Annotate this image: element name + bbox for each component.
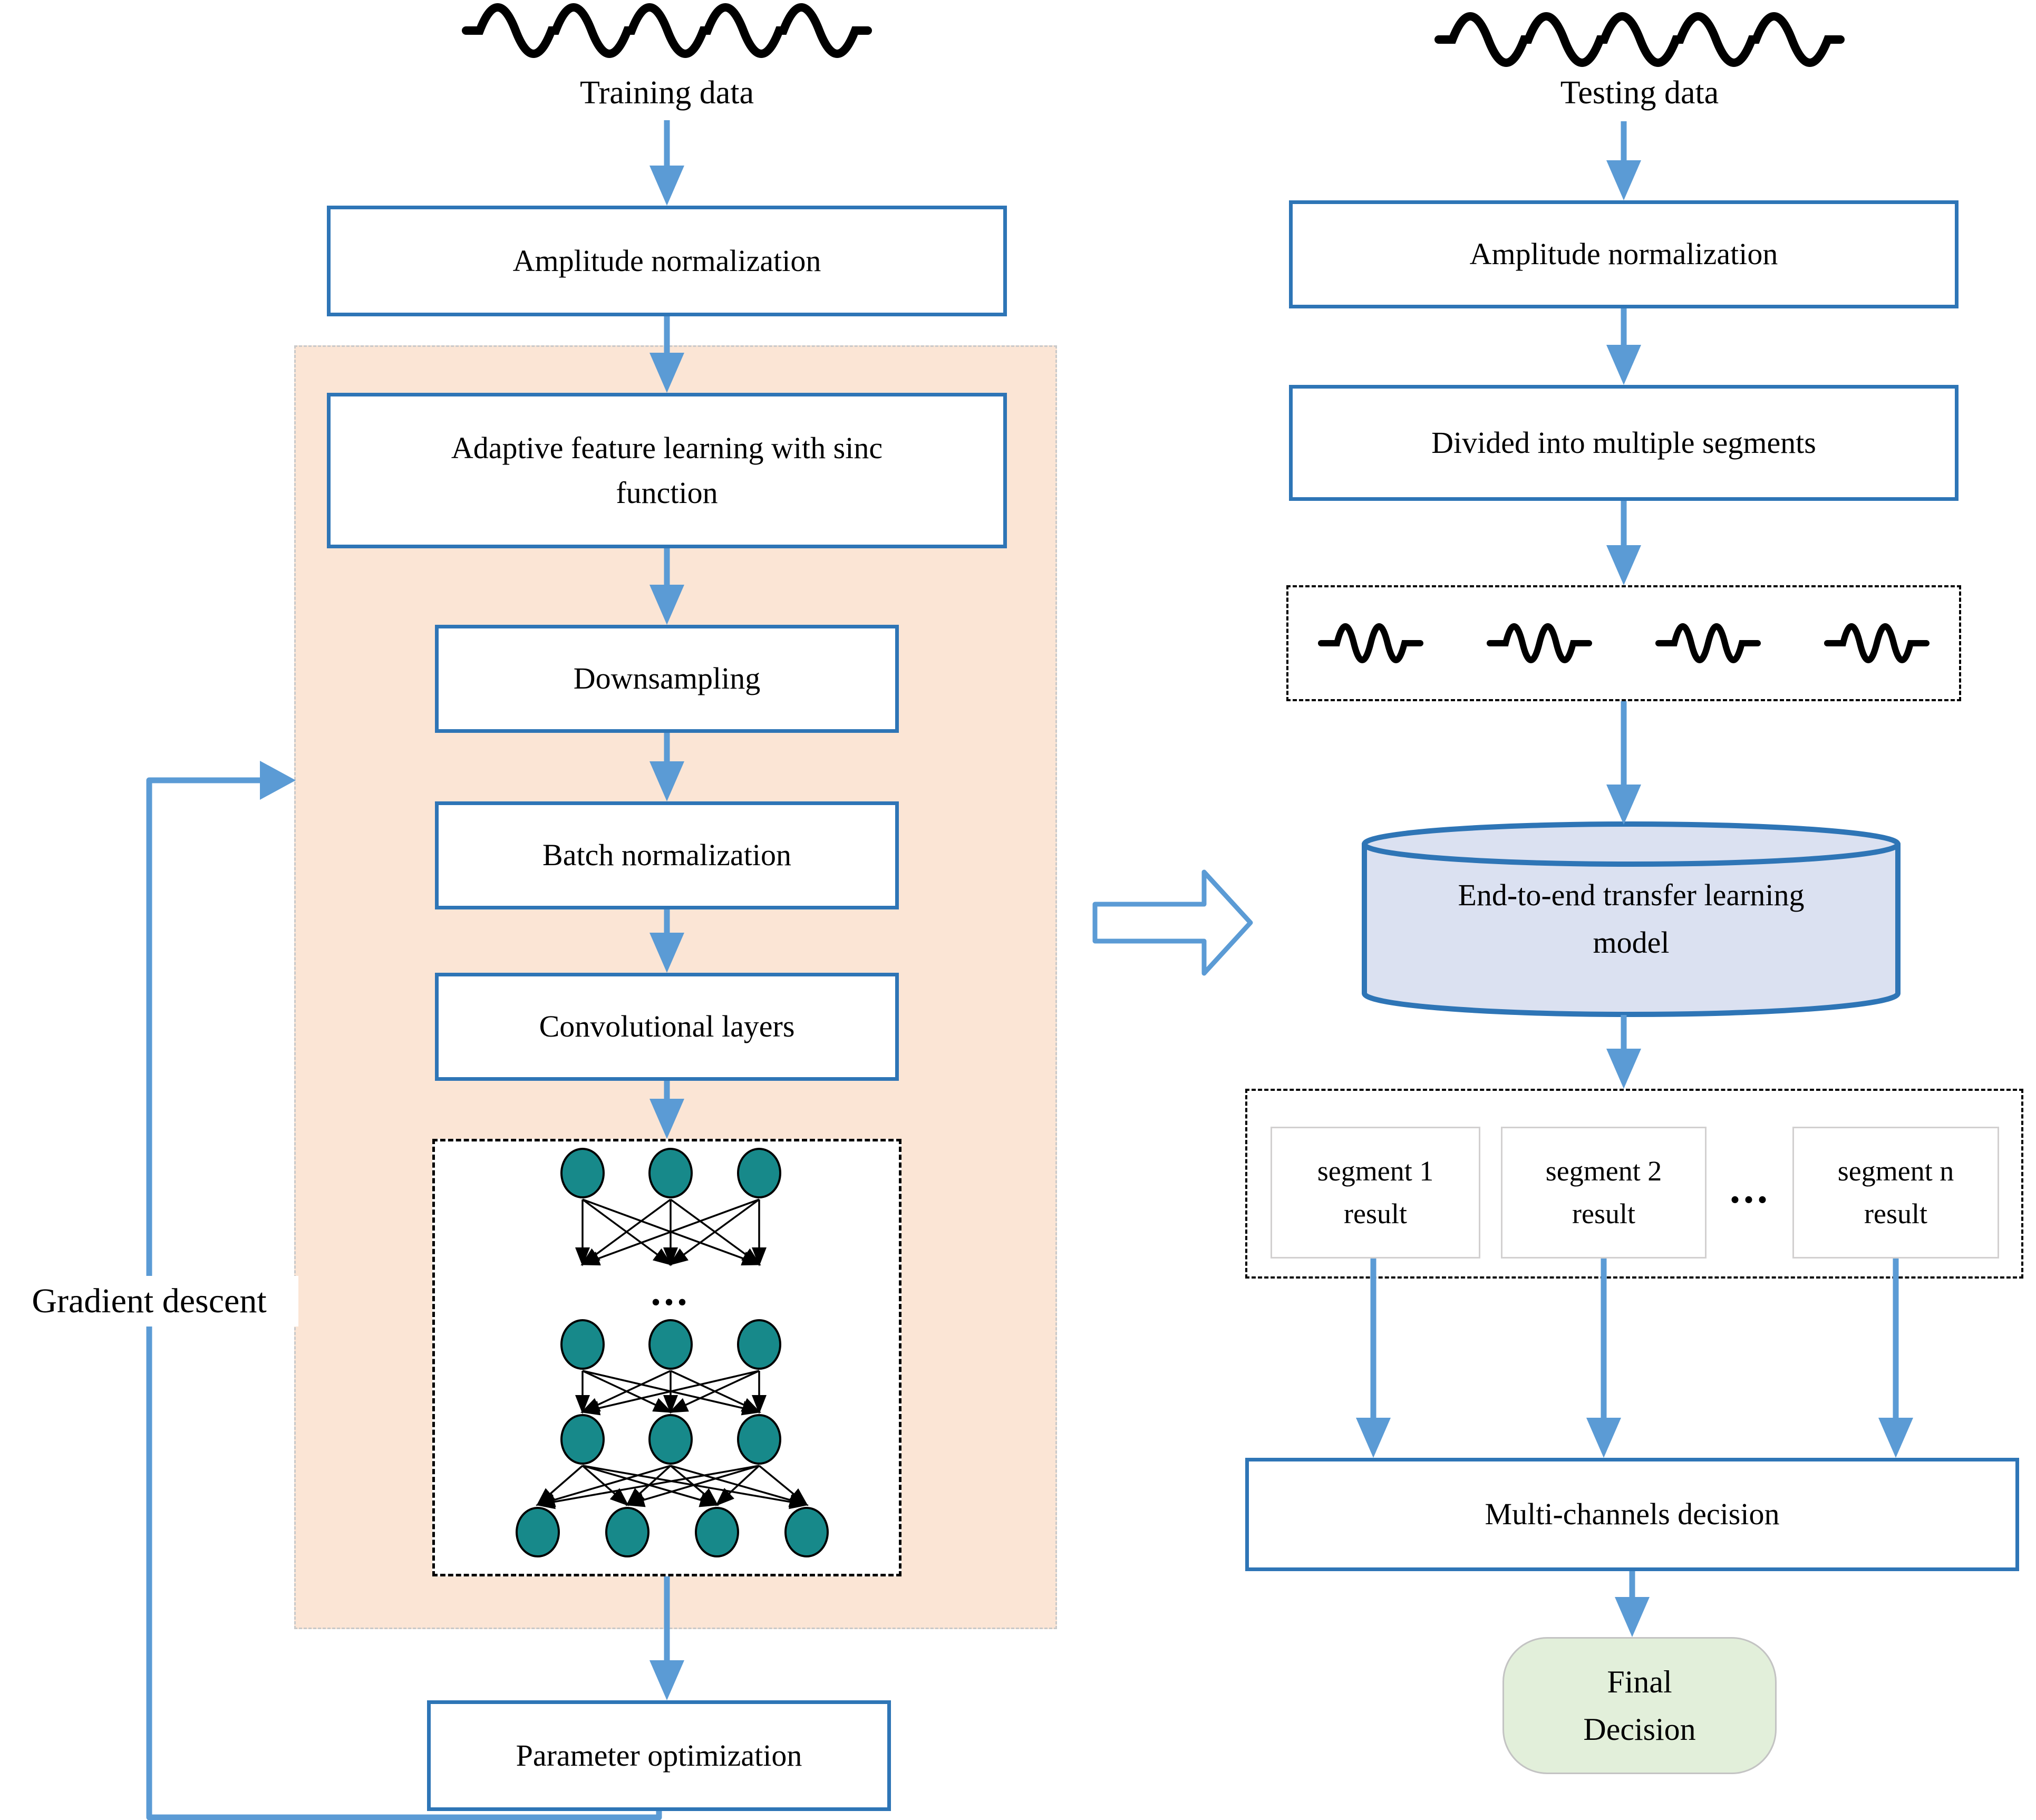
segment-label-line2: result xyxy=(1572,1198,1635,1230)
nn-node xyxy=(560,1319,605,1370)
nn-node xyxy=(560,1148,605,1198)
box-label: Amplitude normalization xyxy=(1469,237,1778,272)
box-multi-channels-decision: Multi-channels decision xyxy=(1245,1458,2019,1571)
segment-label-line1: segment 1 xyxy=(1317,1155,1434,1187)
flow-arrow-head-icon xyxy=(1606,785,1641,825)
segments-ellipsis-text: ... xyxy=(1730,1165,1771,1212)
nn-connection xyxy=(668,1198,760,1266)
nn-node xyxy=(737,1414,781,1465)
box-label: Amplitude normalization xyxy=(512,243,821,278)
flow-arrow-head-icon xyxy=(1606,545,1641,585)
segments-ellipsis: ... xyxy=(1713,1157,1787,1221)
nn-connection xyxy=(758,1465,809,1506)
box-label-line2: function xyxy=(616,475,718,510)
nn-node xyxy=(605,1507,649,1557)
flow-arrow-head-icon xyxy=(649,353,684,393)
box-label: Multi-channels decision xyxy=(1485,1497,1780,1532)
testing-data-label: Testing data xyxy=(1429,69,1850,117)
testing-waveform-icon xyxy=(1439,16,1840,63)
model-cylinder xyxy=(1362,821,1901,1017)
gradient-descent-line xyxy=(146,777,662,1820)
box-amplitude-normalization-testing: Amplitude normalization xyxy=(1289,200,1959,308)
model-label-line1: End-to-end transfer learning xyxy=(1458,877,1805,912)
flow-arrow-head-icon xyxy=(649,585,684,625)
box-parameter-optimization: Parameter optimization xyxy=(427,1700,891,1811)
segment-1-result-box: segment 1 result xyxy=(1271,1127,1480,1258)
flow-arrow-head-icon xyxy=(649,933,684,973)
training-data-label: Training data xyxy=(456,69,878,117)
segment-waveform-icon xyxy=(1659,626,1758,660)
nn-connection xyxy=(536,1465,671,1507)
box-downsampling: Downsampling xyxy=(435,625,899,733)
flow-arrow-head-icon xyxy=(1606,1049,1641,1089)
nn-node xyxy=(737,1148,781,1198)
box-label: Downsampling xyxy=(573,661,761,696)
segment-label-line2: result xyxy=(1344,1198,1407,1230)
model-cylinder-top xyxy=(1362,821,1901,867)
segment-label-line1: segment n xyxy=(1837,1155,1954,1187)
nn-connection xyxy=(715,1465,760,1506)
gradient-descent-label: Gradient descent xyxy=(0,1276,298,1327)
nn-node xyxy=(784,1507,829,1557)
segment-waveform-icon xyxy=(1490,626,1589,660)
nn-node xyxy=(560,1414,605,1465)
nn-node xyxy=(516,1507,560,1557)
transfer-arrow-icon xyxy=(1092,869,1253,976)
segment-n-result-box: segment n result xyxy=(1792,1127,1999,1258)
final-decision-node: Final Decision xyxy=(1502,1637,1777,1774)
segments-waveform-box xyxy=(1286,585,1961,701)
segment-2-result-box: segment 2 result xyxy=(1501,1127,1707,1258)
model-label-line2: model xyxy=(1593,925,1670,960)
final-decision-line1: Final xyxy=(1607,1664,1672,1699)
model-cylinder-body xyxy=(1362,841,1901,1017)
nn-node xyxy=(695,1507,739,1557)
box-divided-into-segments: Divided into multiple segments xyxy=(1289,385,1959,501)
nn-node xyxy=(648,1148,693,1198)
nn-connection xyxy=(625,1465,760,1507)
nn-connection xyxy=(580,1370,760,1416)
box-label: Divided into multiple segments xyxy=(1431,425,1816,460)
nn-node xyxy=(648,1319,693,1370)
segment-waveform-icon xyxy=(1827,626,1926,660)
box-batch-normalization: Batch normalization xyxy=(435,801,899,909)
flow-arrow-head-icon xyxy=(1878,1418,1913,1458)
box-label: Batch normalization xyxy=(542,838,791,873)
nn-node xyxy=(648,1414,693,1465)
nn-ellipsis-text: ... xyxy=(651,1269,691,1314)
box-label: Convolutional layers xyxy=(539,1009,795,1044)
training-waveform-icon xyxy=(466,7,868,54)
nn-ellipsis: ... xyxy=(628,1265,713,1318)
flow-arrow-head-icon xyxy=(1606,345,1641,385)
nn-connection xyxy=(536,1465,760,1509)
training-data-text: Training data xyxy=(579,74,754,111)
segment-label-line1: segment 2 xyxy=(1545,1155,1662,1187)
testing-data-text: Testing data xyxy=(1560,74,1719,111)
nn-connection xyxy=(668,1370,760,1413)
final-decision-line2: Decision xyxy=(1583,1712,1696,1747)
gradient-descent-arrowhead-icon xyxy=(260,761,296,800)
gradient-descent-text: Gradient descent xyxy=(32,1282,267,1320)
flow-arrow-head-icon xyxy=(649,761,684,801)
nn-node xyxy=(737,1319,781,1370)
segment-waveform-icon xyxy=(1321,626,1420,660)
flow-arrow-head-icon xyxy=(649,166,684,206)
model-cylinder-label: End-to-end transfer learning model xyxy=(1394,862,1868,975)
flow-arrow-head-icon xyxy=(1615,1597,1650,1637)
box-convolutional-layers: Convolutional layers xyxy=(435,973,899,1081)
box-label-line1: Adaptive feature learning with sinc xyxy=(451,431,883,466)
flow-arrow-head-icon xyxy=(1356,1418,1391,1458)
box-adaptive-feature-learning: Adaptive feature learning with sinc func… xyxy=(327,393,1007,548)
flow-arrow-head-icon xyxy=(649,1099,684,1139)
nn-connection xyxy=(580,1198,760,1266)
box-amplitude-normalization-training: Amplitude normalization xyxy=(327,206,1007,316)
gradient-descent-loop xyxy=(146,761,662,1820)
flow-arrow-head-icon xyxy=(649,1660,684,1700)
box-label: Parameter optimization xyxy=(516,1738,802,1773)
segment-label-line2: result xyxy=(1864,1198,1927,1230)
flow-arrow-head-icon xyxy=(1606,160,1641,200)
flow-arrow-head-icon xyxy=(1586,1418,1621,1458)
